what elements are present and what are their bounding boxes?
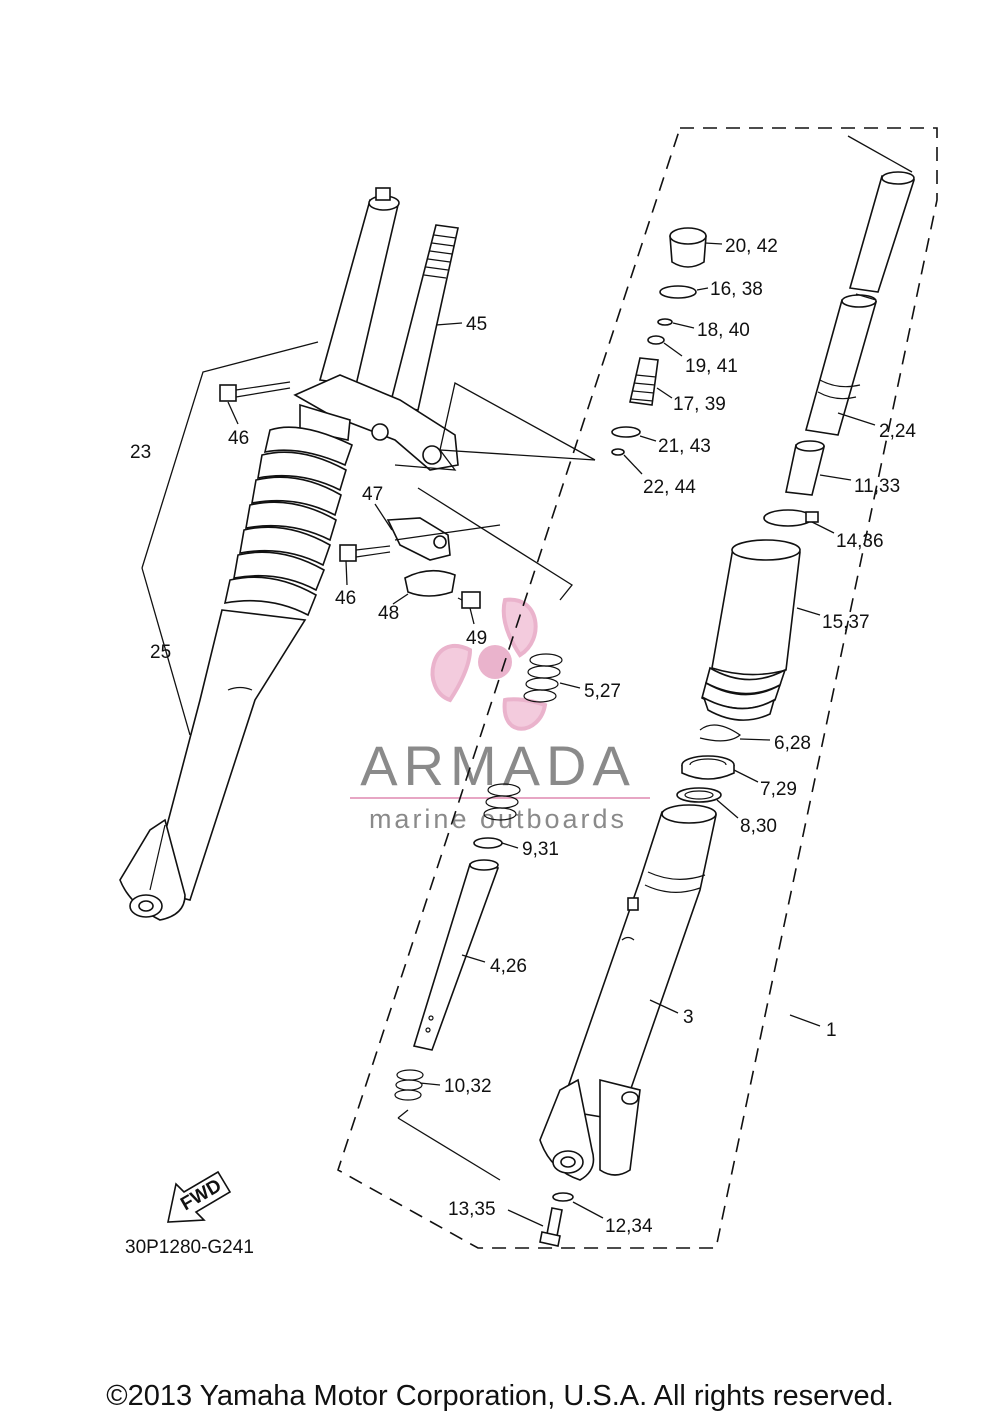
watermark-tagline: marine outboards [369, 804, 627, 834]
bellows-boot [223, 426, 353, 617]
callout-11-33: 11,33 [854, 476, 900, 497]
fork-assembly-left [119, 187, 459, 921]
callout-15-37: 15,37 [822, 612, 870, 633]
callout-6-28: 6,28 [774, 733, 811, 754]
callout-23: 23 [130, 442, 151, 463]
callout-5-27: 5,27 [584, 681, 621, 702]
callout-18-40: 18, 40 [697, 320, 750, 341]
callout-13-35: 13,35 [448, 1199, 496, 1220]
callout-7-29: 7,29 [760, 779, 797, 800]
fork-guard-hardware [339, 517, 481, 609]
copyright-notice: ©2013 Yamaha Motor Corporation, U.S.A. A… [106, 1380, 894, 1412]
callout-10-32: 10,32 [444, 1076, 492, 1097]
callout-17-39: 17, 39 [673, 394, 726, 415]
callout-47: 47 [362, 484, 383, 505]
callout-8-30: 8,30 [740, 816, 777, 837]
callout-14-36: 14,36 [836, 531, 884, 552]
callout-1: 1 [826, 1020, 837, 1041]
callout-16-38: 16, 38 [710, 279, 763, 300]
callout-20-42: 20, 42 [725, 236, 778, 257]
callout-2-24: 2,24 [879, 421, 916, 442]
callout-3: 3 [683, 1007, 694, 1028]
callout-labels: 20, 42 16, 38 18, 40 19, 41 17, 39 21, 4… [125, 236, 916, 1258]
spring-lower [483, 783, 521, 821]
callout-46-top: 46 [228, 428, 249, 449]
guide-lines [141, 135, 913, 1181]
callout-22-44: 22, 44 [643, 477, 696, 498]
callout-9-31: 9,31 [522, 839, 559, 860]
watermark-brand: ARMADA [360, 734, 636, 797]
leader-lines [227, 242, 876, 1227]
callout-45: 45 [466, 314, 487, 335]
callout-12-34: 12,34 [605, 1216, 653, 1237]
damper-internals [394, 227, 707, 1101]
callout-46-lower: 46 [335, 588, 356, 609]
propeller-logo-icon [430, 597, 548, 731]
watermark: ARMADA marine outboards [350, 597, 650, 834]
callout-21-43: 21, 43 [658, 436, 711, 457]
fwd-arrow-icon: FWD [167, 1170, 232, 1223]
callout-4-26: 4,26 [490, 956, 527, 977]
spring-upper [523, 653, 563, 703]
callout-48: 48 [378, 603, 399, 624]
spring-rebound [394, 1069, 424, 1101]
diagram-code: 30P1280-G241 [125, 1237, 254, 1258]
callout-19-41: 19, 41 [685, 356, 738, 377]
fork-parts-right [539, 171, 916, 1247]
callout-49: 49 [466, 628, 487, 649]
callout-25: 25 [150, 642, 171, 663]
kit-boundary-dashed [337, 127, 938, 1249]
